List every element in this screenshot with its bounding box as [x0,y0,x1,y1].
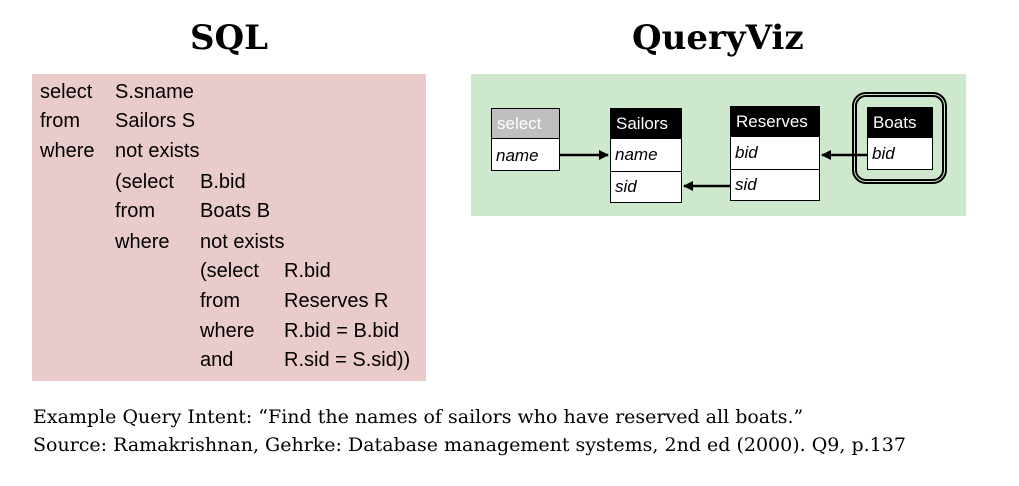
sailors-table-title: Sailors [611,109,681,139]
sql-keyword: from [40,110,80,132]
sql-expression: Boats B [200,200,271,222]
select-table-attr-name: name [496,146,539,165]
sql-expression: R.bid = B.bid [284,320,400,342]
sql-heading: SQL [190,18,269,58]
sailors-table-attr-name: name [615,145,658,164]
sailors-table-attr-sid: sid [611,171,681,202]
caption-source: Source: Ramakrishnan, Gehrke: Database m… [33,434,906,456]
sql-keyword: where [115,231,170,253]
reserves-table: Reserves bid sid [730,106,820,201]
sql-expression: R.sid = S.sid)) [284,349,411,371]
sql-keyword: and [200,349,234,371]
reserves-table-title: Reserves [731,107,819,137]
sql-code-panel [32,74,426,381]
select-table: select name [491,108,560,171]
sql-keyword: (select [115,171,174,193]
boats-for-all-frame [852,92,947,184]
boats-table: Boats bid [867,107,933,170]
sql-expression: R.bid [284,260,331,282]
sql-expression: not exists [115,140,200,162]
sailors-table: Sailors name sid [610,108,682,203]
caption-query-intent: Example Query Intent: “Find the names of… [33,406,804,428]
sql-expression: S.sname [115,81,194,103]
reserves-table-attr-bid: bid [735,143,758,162]
sql-expression: Reserves R [284,290,389,312]
sql-keyword: select [40,81,93,103]
sql-expression: Sailors S [115,110,196,132]
sql-keyword: from [200,290,240,312]
reserves-table-attr-sid: sid [731,169,819,200]
select-table-title: select [492,109,559,139]
sql-expression: not exists [200,231,285,253]
sql-keyword: (select [200,260,259,282]
sql-keyword: from [115,200,155,222]
boats-table-attr-bid: bid [872,144,895,163]
queryviz-heading: QueryViz [632,18,804,58]
boats-table-title: Boats [868,108,932,138]
sql-keyword: where [40,140,95,162]
sql-expression: B.bid [200,171,246,193]
sql-keyword: where [200,320,255,342]
